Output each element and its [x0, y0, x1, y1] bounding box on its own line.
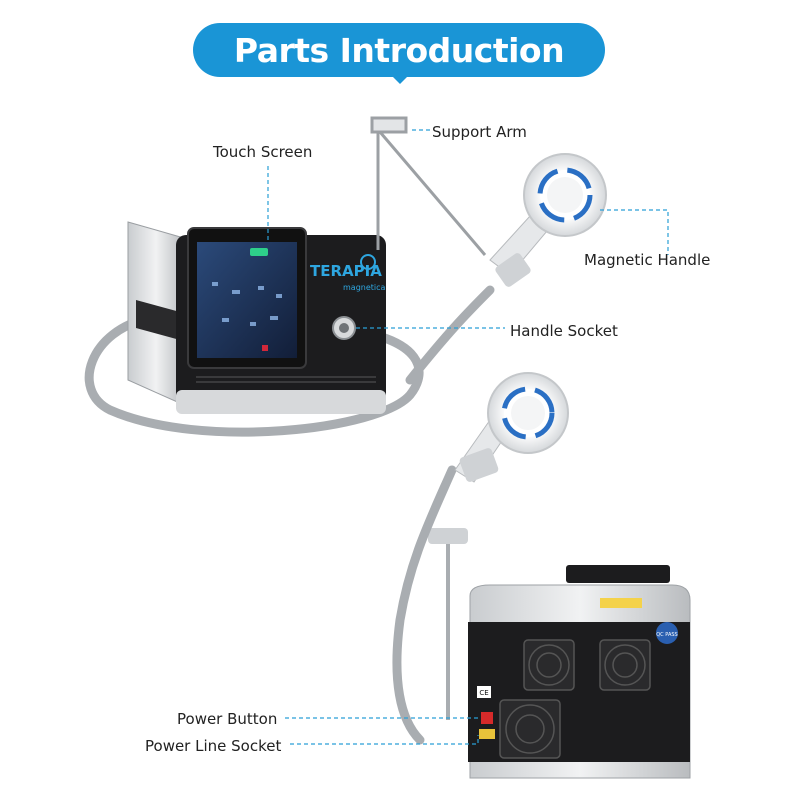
label-magnetic-handle: Magnetic Handle — [584, 251, 711, 269]
power-button — [481, 712, 493, 724]
front-device: TERAPIA magnetica — [84, 116, 607, 437]
svg-text:CE: CE — [479, 689, 488, 697]
banner-pointer — [386, 70, 414, 84]
brand-logo-icon — [360, 254, 376, 270]
power-line-socket — [479, 729, 495, 739]
label-handle-socket: Handle Socket — [510, 322, 618, 340]
leader-magnetic-handle — [600, 209, 669, 255]
magnetic-handle-top — [489, 153, 607, 287]
cooling-fans — [499, 639, 651, 759]
rear-handle-cable — [392, 465, 457, 745]
brand-logo-text: TERAPIA — [310, 262, 382, 280]
header-banner: Parts Introduction — [193, 23, 605, 77]
rear-device: QC PASS CE — [392, 372, 691, 779]
label-power-line-socket: Power Line Socket — [145, 737, 282, 755]
qc-pass-badge — [656, 622, 678, 644]
leader-lines — [267, 129, 669, 745]
support-arm — [370, 116, 487, 256]
label-support-arm: Support Arm — [432, 123, 527, 141]
leader-power-line-socket — [290, 735, 479, 745]
ce-mark — [477, 686, 491, 698]
page-title: Parts Introduction — [233, 30, 565, 70]
magnetic-handle-bottom — [454, 372, 569, 483]
label-touch-screen: Touch Screen — [213, 143, 313, 161]
label-power-button: Power Button — [177, 710, 278, 728]
brand-logo-subtext: magnetica — [343, 283, 386, 292]
svg-text:QC PASS: QC PASS — [656, 632, 677, 638]
